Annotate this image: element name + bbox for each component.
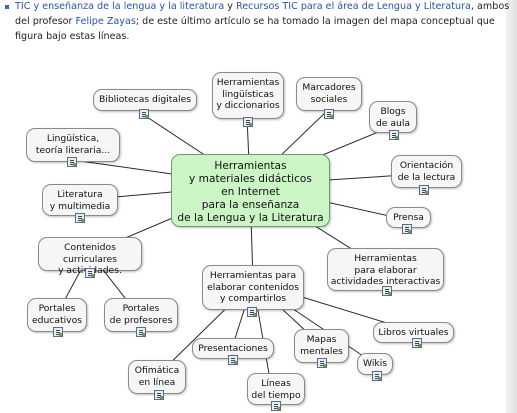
node-document-icon[interactable]: [317, 358, 327, 368]
node-document-icon[interactable]: [85, 268, 95, 278]
node-literatura-multimedia[interactable]: Literatura y multimedia: [42, 184, 118, 216]
node-portales-profesores[interactable]: Portales de profesores: [104, 298, 178, 332]
node-herramientas-actividades[interactable]: Herramientas para elaborar actividades i…: [327, 248, 444, 291]
node-marcadores-sociales[interactable]: Marcadores sociales: [296, 77, 362, 111]
intro-line-1: TIC y enseñanza de la lengua y la litera…: [15, 0, 509, 14]
node-document-icon[interactable]: [271, 401, 281, 411]
node-document-icon[interactable]: [136, 327, 146, 337]
node-document-icon[interactable]: [324, 109, 334, 119]
node-document-icon[interactable]: [67, 157, 77, 167]
node-document-icon[interactable]: [402, 224, 412, 234]
link-tic-ensenanza[interactable]: TIC y enseñanza de la lengua y la litera…: [15, 1, 225, 12]
intro-connector: y: [224, 1, 237, 12]
node-document-icon[interactable]: [139, 109, 149, 119]
link-felipe-zayas[interactable]: Felipe Zayas: [75, 16, 136, 27]
node-ofimatica-en-linea[interactable]: Ofimática en línea: [128, 360, 186, 394]
node-document-icon[interactable]: [419, 185, 429, 195]
node-document-icon[interactable]: [382, 286, 392, 296]
intro-text-ambos: , ambos: [470, 1, 510, 12]
node-document-icon[interactable]: [247, 307, 257, 317]
node-herramientas-compartir[interactable]: Herramientas para elaborar contenidos y …: [202, 265, 304, 310]
node-document-icon[interactable]: [53, 327, 63, 337]
node-bibliotecas-digitales[interactable]: Bibliotecas digitales: [93, 89, 197, 111]
node-document-icon[interactable]: [154, 390, 164, 400]
node-central-topic[interactable]: Herramientas y materiales didácticos en …: [171, 154, 330, 227]
node-document-icon[interactable]: [228, 355, 238, 365]
node-lineas-del-tiempo[interactable]: Líneas del tiempo: [247, 373, 305, 405]
node-portales-educativos[interactable]: Portales educativos: [27, 298, 87, 332]
node-contenidos-curriculares[interactable]: Contenidos curriculares y actividades.: [38, 237, 142, 276]
node-orientacion-lectura[interactable]: Orientación de la lectura: [391, 155, 462, 188]
node-document-icon[interactable]: [412, 338, 422, 348]
link-recursos-tic[interactable]: Recursos TIC para el área de Lengua y Li…: [236, 1, 471, 12]
node-herramientas-linguisticas[interactable]: Herramientas lingüísticas y diccionarios: [212, 72, 284, 119]
node-document-icon[interactable]: [75, 213, 85, 223]
intro-line-3: figura bajo estas líneas.: [15, 31, 130, 42]
node-document-icon[interactable]: [243, 117, 253, 127]
bullet-icon: [5, 5, 9, 9]
intro-paragraph: TIC y enseñanza de la lengua y la litera…: [0, 0, 509, 50]
intro-text-articulo: ; de este último artículo se ha tomado l…: [135, 16, 495, 27]
node-document-icon[interactable]: [372, 371, 382, 381]
intro-text-profesor: del profesor: [15, 16, 76, 27]
intro-line-2: del profesor Felipe Zayas; de este últim…: [15, 15, 495, 29]
node-blogs-de-aula[interactable]: Blogs de aula: [369, 101, 417, 133]
node-document-icon[interactable]: [389, 130, 399, 140]
right-page-border: [506, 0, 517, 413]
